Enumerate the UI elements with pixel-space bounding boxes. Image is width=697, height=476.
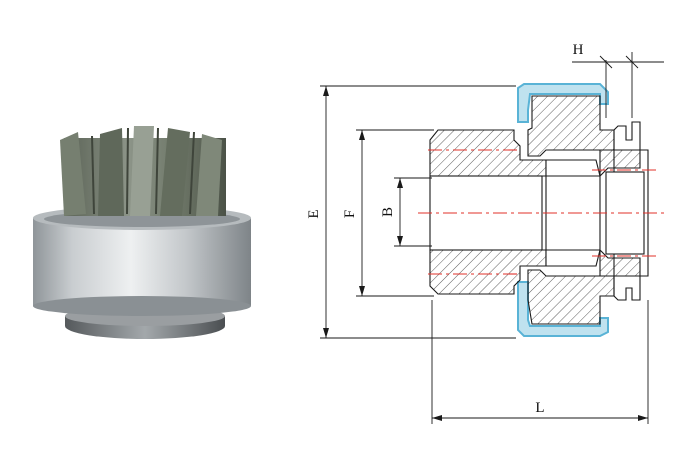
dimension-label-l: L — [535, 400, 544, 416]
cross-section-drawing — [429, 83, 649, 337]
starter-drive-photo — [33, 126, 251, 339]
dimension-label-e: E — [306, 209, 322, 218]
clutch-body-bottom — [527, 269, 615, 325]
rear-flange — [613, 121, 649, 301]
dimension-lines — [320, 52, 664, 424]
dimension-label-f: F — [342, 210, 358, 218]
dimension-label-h: H — [573, 42, 584, 58]
clutch-housing — [33, 218, 251, 306]
clutch-body-top — [527, 95, 615, 157]
pinion-gear — [60, 126, 226, 216]
collar-bottom — [599, 248, 641, 277]
dimension-arrows — [323, 86, 648, 421]
center-lines — [418, 149, 666, 275]
dimension-label-b: B — [380, 207, 396, 217]
housing-shell-bottom — [517, 281, 609, 337]
